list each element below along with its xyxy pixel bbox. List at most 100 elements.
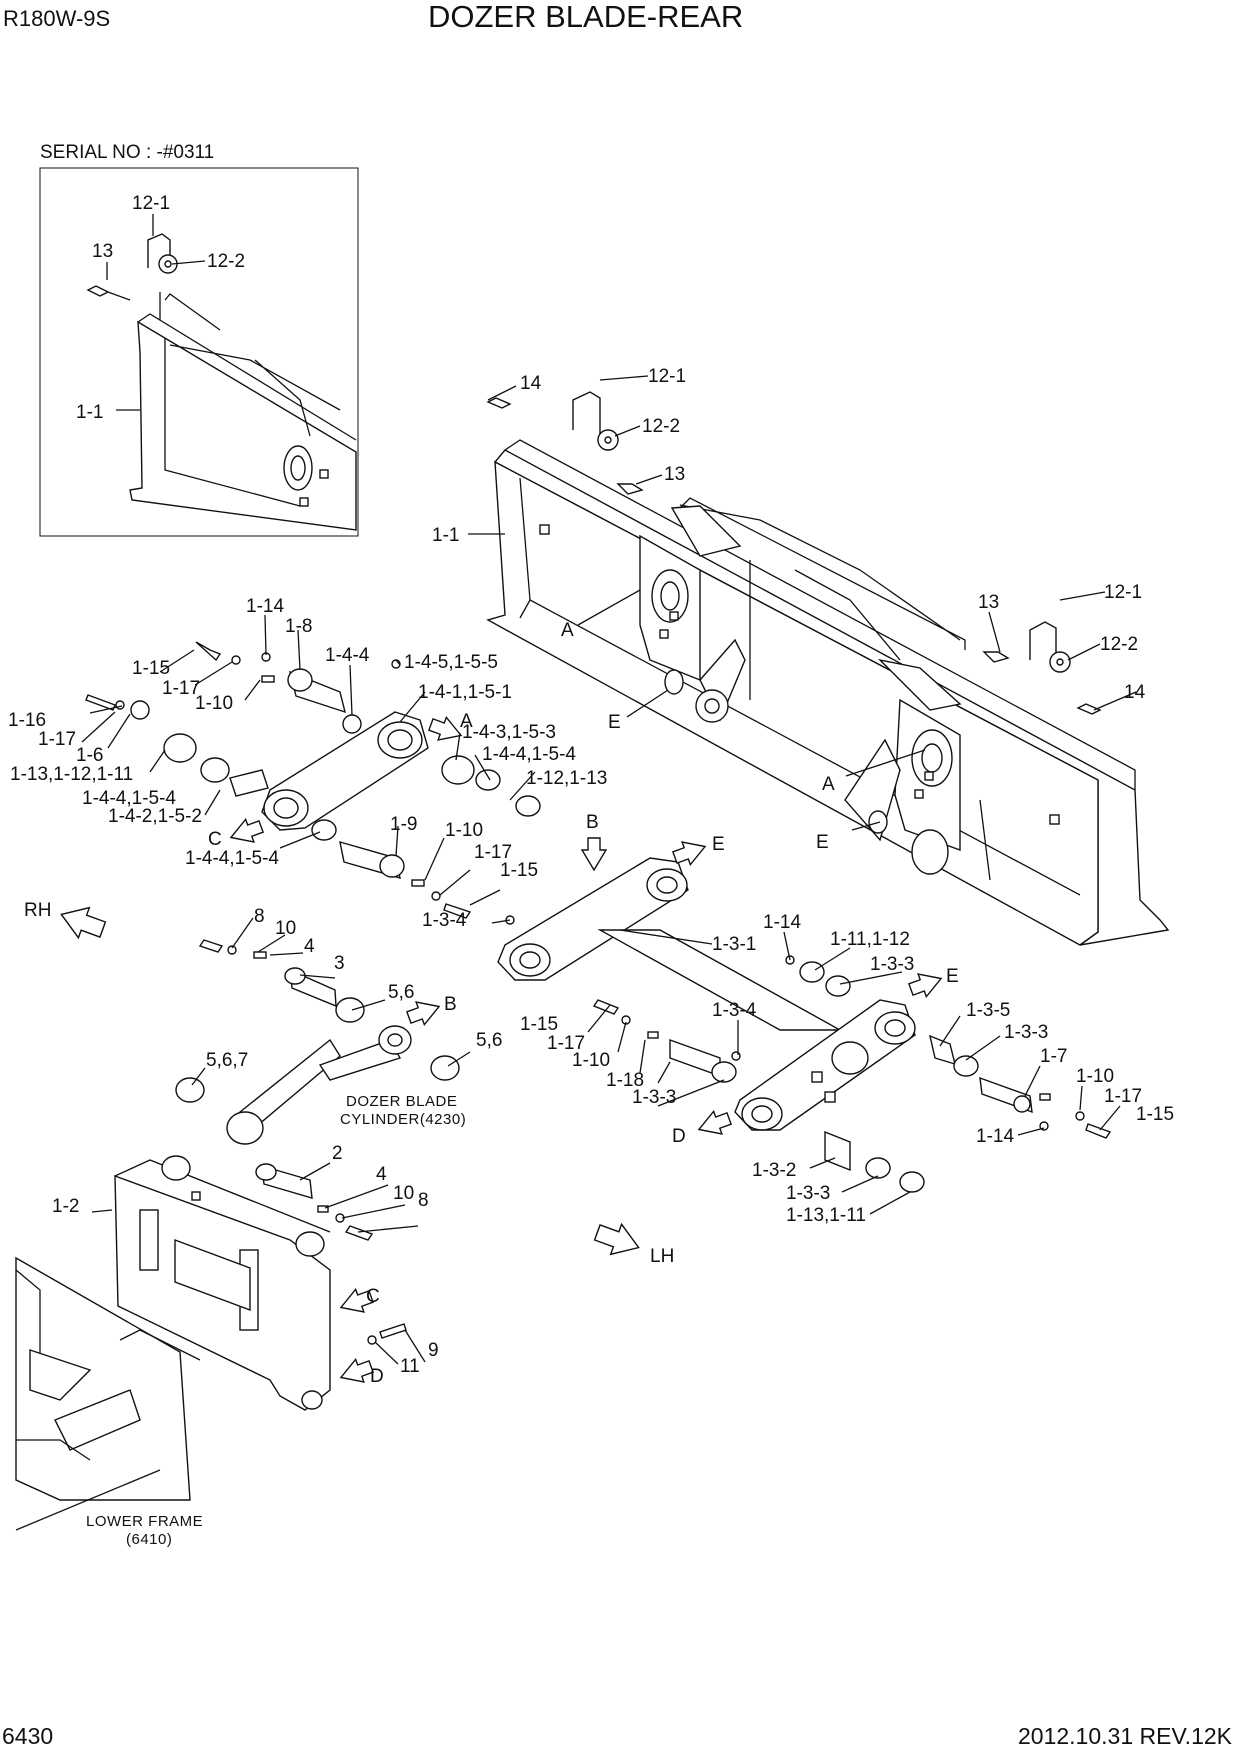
callout-label: 1-2 — [52, 1196, 79, 1217]
callout-label: 1-15 — [1136, 1104, 1174, 1125]
callout-label: 1-9 — [390, 814, 417, 835]
callout-label: 1-3-5 — [966, 1000, 1010, 1021]
direction-lh-label: LH — [650, 1246, 674, 1267]
callout-label: 1-10 — [445, 820, 483, 841]
arrow-e-upper-icon — [672, 841, 707, 867]
callout-label: 10 — [393, 1183, 414, 1204]
callout-label: 12-1 — [132, 193, 170, 214]
cylinder-reference-line2: CYLINDER(4230) — [340, 1111, 466, 1128]
callout-label: 1-13,1-12,1-11 — [10, 764, 133, 785]
callout-label: 1-3-3 — [870, 954, 914, 975]
callout-label: 1-17 — [474, 842, 512, 863]
callout-label: 1-4-3,1-5-3 — [462, 722, 556, 743]
serial-inset-frame — [39, 167, 359, 537]
model-number: R180W-9S — [3, 6, 110, 31]
lower-frame-reference-line1: LOWER FRAME — [86, 1513, 203, 1530]
arrow-b-cylinder-icon — [406, 1001, 441, 1027]
inset-lock-pin-parts — [86, 233, 178, 301]
leader-lines — [81, 214, 1137, 1365]
callout-label: 1-10 — [195, 693, 233, 714]
callout-label: 1-18 — [606, 1070, 644, 1091]
lh-arrow-icon — [593, 1222, 640, 1256]
arrow-b-down-icon — [580, 837, 608, 872]
callout-label: D — [672, 1126, 686, 1147]
callout-label: 1-15 — [500, 860, 538, 881]
lower-frame-drawing — [15, 1256, 201, 1531]
callout-label: 10 — [275, 918, 296, 939]
arrow-e-lower-icon — [908, 973, 943, 999]
callout-label: 1-14 — [976, 1126, 1014, 1147]
revision-date: 2012.10.31 REV.12K — [1018, 1723, 1233, 1749]
callout-label: 1-3-3 — [632, 1087, 676, 1108]
callout-label: 1-7 — [1040, 1046, 1067, 1067]
callout-label: 14 — [520, 373, 542, 394]
lower-frame-reference-line2: (6410) — [126, 1531, 172, 1548]
callout-label: 1-4-4 — [325, 645, 370, 666]
callout-label: 5,6 — [476, 1030, 502, 1051]
callout-label: 4 — [304, 936, 315, 957]
callout-label: 8 — [418, 1190, 429, 1211]
callout-label: 1-17 — [547, 1033, 585, 1054]
direction-rh-label: RH — [24, 900, 51, 921]
callout-label: 1-4-5,1-5-5 — [404, 652, 498, 673]
callout-label: E — [712, 834, 725, 855]
callout-label: 1-4-4,1-5-4 — [482, 744, 576, 765]
page-number: 6430 — [2, 1723, 53, 1749]
callout-label: 1-6 — [76, 745, 103, 766]
callout-label: 1-14 — [246, 596, 284, 617]
arrow-a-icon — [428, 715, 463, 741]
mounting-bracket-drawing — [114, 1155, 407, 1411]
callout-label: 1-10 — [1076, 1066, 1114, 1087]
callout-label: 1-3-4 — [712, 1000, 757, 1021]
callout-label: 1-13,1-11 — [786, 1205, 866, 1226]
main-lock-pin-parts — [486, 391, 1102, 715]
callout-label: 5,6,7 — [206, 1050, 248, 1071]
callout-label: 1-3-3 — [786, 1183, 830, 1204]
callout-label: 1-3-3 — [1004, 1022, 1048, 1043]
cylinder-reference-line1: DOZER BLADE — [346, 1093, 457, 1110]
callout-label: E — [608, 712, 621, 733]
callout-label: 1-15 — [520, 1014, 558, 1035]
callout-label: 12-2 — [207, 251, 245, 272]
callout-label: 1-17 — [1104, 1086, 1142, 1107]
callout-label: 1-17 — [38, 729, 76, 750]
callout-label: 1-12,1-13 — [526, 768, 607, 789]
callout-label: 12-1 — [648, 366, 686, 387]
callout-label: 2 — [332, 1143, 343, 1164]
arrow-c-icon — [229, 817, 264, 843]
callout-label: 13 — [664, 464, 685, 485]
direction-arrows — [60, 715, 943, 1383]
dozer-cylinder-drawing — [175, 939, 460, 1145]
callout-label: 1-14 — [763, 912, 801, 933]
callout-label: 12-1 — [1104, 582, 1142, 603]
callout-label: A — [822, 774, 835, 795]
callout-label: E — [946, 966, 959, 987]
callout-label: 1-1 — [76, 402, 103, 423]
callout-label: 1-4-2,1-5-2 — [108, 806, 202, 827]
callout-label: 1-4-4,1-5-4 — [82, 788, 176, 809]
callout-label: 1-17 — [162, 678, 200, 699]
callout-label: 1-3-4 — [422, 910, 467, 931]
callout-label: 12-2 — [1100, 634, 1138, 655]
callout-label: A — [561, 620, 574, 641]
callout-label: A — [460, 711, 473, 732]
arrow-c-bracket-icon — [339, 1287, 374, 1313]
callout-label: 9 — [428, 1340, 439, 1361]
callout-label: 3 — [334, 953, 345, 974]
callout-label: E — [816, 832, 829, 853]
arrow-d-link-icon — [697, 1109, 732, 1135]
callout-label: C — [366, 1286, 380, 1307]
main-dozer-blade-drawing — [486, 439, 1170, 946]
arrow-d-bracket-icon — [339, 1357, 374, 1383]
callout-label: B — [444, 994, 457, 1015]
callout-label: C — [208, 829, 222, 850]
callout-label: 1-3-1 — [712, 934, 756, 955]
callout-label: 5,6 — [388, 982, 414, 1003]
callout-label: 1-15 — [132, 658, 170, 679]
callout-label: 1-4-1,1-5-1 — [418, 682, 512, 703]
page-title: DOZER BLADE-REAR — [428, 0, 743, 34]
part-callouts: 12-1 13 12-2 1-1 14 12-1 12-2 13 1-1 A E… — [8, 193, 1174, 1387]
lower-link-drawing — [497, 857, 1112, 1193]
rh-arrow-icon — [60, 906, 107, 940]
